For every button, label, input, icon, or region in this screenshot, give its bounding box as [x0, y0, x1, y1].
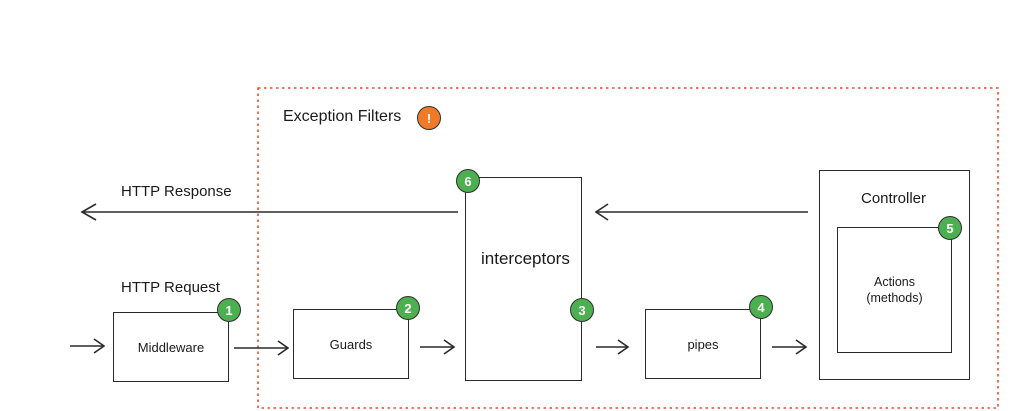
arrow-guards-to-interceptors: [420, 339, 456, 355]
actions-box: Actions (methods): [837, 227, 952, 353]
arrow-middleware-to-guards: [234, 340, 290, 356]
arrow-controller-to-interceptors: [594, 203, 808, 221]
controller-label: Controller: [861, 190, 927, 207]
guards-box: Guards: [293, 309, 409, 379]
step-badge-pipes: 4: [749, 295, 773, 319]
http-request-label: HTTP Request: [121, 279, 220, 296]
step-badge-middleware: 1: [217, 298, 241, 322]
arrow-interceptors-to-response: [80, 203, 458, 221]
arrow-request-to-middleware: [70, 338, 106, 354]
guards-label: Guards: [329, 336, 373, 352]
exception-filters-region: [257, 87, 999, 409]
step-badge-interceptors-in: 3: [570, 298, 594, 322]
exception-badge: !: [417, 106, 441, 130]
pipes-box: pipes: [645, 309, 761, 379]
actions-sublabel: (methods): [866, 291, 923, 305]
actions-label: Actions: [874, 275, 915, 289]
step-badge-actions: 5: [938, 216, 962, 240]
exception-filters-title: Exception Filters: [283, 108, 402, 125]
interceptors-label: interceptors: [481, 249, 570, 268]
arrow-pipes-to-controller: [772, 339, 808, 355]
middleware-label: Middleware: [137, 339, 205, 355]
step-badge-guards: 2: [396, 296, 420, 320]
http-response-label: HTTP Response: [121, 183, 232, 200]
step-badge-interceptors-out: 6: [456, 169, 480, 193]
pipes-label: pipes: [687, 336, 719, 352]
middleware-box: Middleware: [113, 312, 229, 382]
arrow-interceptors-to-pipes: [596, 339, 630, 355]
interceptors-box: interceptors: [465, 177, 582, 381]
